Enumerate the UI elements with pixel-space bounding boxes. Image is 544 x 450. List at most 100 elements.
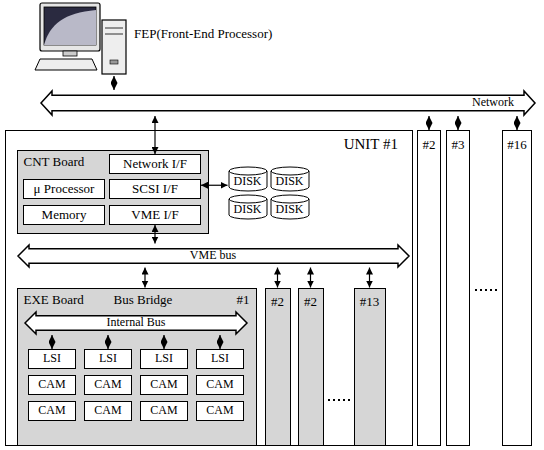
- node-label: CAM: [150, 404, 177, 418]
- bus-arrow: [41, 91, 535, 115]
- node-label: DISK: [275, 203, 303, 217]
- processor-box: μ Processor: [23, 179, 105, 199]
- node-label: SCSI I/F: [132, 182, 178, 197]
- cam-chip: CAM: [196, 375, 244, 395]
- node-label: #3: [452, 137, 465, 152]
- drive-slot: [105, 28, 123, 29]
- exe-board: #2: [265, 288, 291, 446]
- cylinder-body: [271, 195, 309, 219]
- node-label: LSI: [43, 352, 61, 366]
- node-label: Network: [472, 96, 514, 110]
- bus-connector: [154, 116, 155, 154]
- node-label: #1: [237, 292, 250, 307]
- node-label: LSI: [155, 352, 173, 366]
- disk-drive: DISK: [228, 194, 268, 220]
- node-label: Bus Bridge: [114, 292, 173, 307]
- node-label: #13: [360, 294, 380, 309]
- node-label: CAM: [206, 378, 233, 392]
- bus-connector: [277, 268, 278, 288]
- node-label: CNT Board: [24, 154, 85, 169]
- ellipsis-units: [475, 289, 498, 291]
- cam-chip: CAM: [28, 401, 76, 421]
- interface-box: Network I/F: [109, 154, 201, 174]
- bus-arrow-shape: [40, 90, 536, 116]
- network-bus: Network: [40, 90, 536, 116]
- tower: [102, 20, 126, 74]
- bus-connector: [154, 225, 155, 244]
- node-label: VME I/F: [131, 208, 178, 223]
- cam-chip: CAM: [140, 401, 188, 421]
- lsi-chip: LSI: [84, 349, 132, 369]
- fep-computer: FEP(Front-End Processor): [40, 2, 279, 76]
- cylinder-body: [271, 167, 309, 191]
- node-label: Memory: [42, 208, 87, 223]
- lsi-chip: LSI: [28, 349, 76, 369]
- cam-chip: CAM: [84, 375, 132, 395]
- cam-chip: CAM: [28, 375, 76, 395]
- node-label: CAM: [38, 378, 65, 392]
- exe-board: #13: [354, 288, 386, 446]
- label-holder: #16: [503, 137, 531, 153]
- bus-arrow: [18, 245, 409, 267]
- interface-box: VME I/F: [109, 205, 201, 225]
- node-label: VME bus: [190, 249, 236, 263]
- screen: [44, 7, 96, 45]
- cylinder-body: [229, 195, 267, 219]
- cam-chip: CAM: [196, 401, 244, 421]
- ellipsis-boards: [328, 399, 350, 401]
- node-label: μ Processor: [34, 182, 95, 197]
- node-label: #2: [271, 294, 284, 309]
- bus-connector: [51, 335, 52, 349]
- disk-drive: DISK: [270, 166, 310, 192]
- unit-box: #2: [417, 130, 441, 446]
- label-holder: UNIT #1: [344, 136, 398, 153]
- node-label: LSI: [99, 352, 117, 366]
- bus-connector: [144, 268, 145, 288]
- node-label: #2: [304, 294, 317, 309]
- computer-icon: [0, 0, 544, 90]
- bus-connector: [201, 185, 228, 186]
- lsi-chip: LSI: [140, 349, 188, 369]
- memory-box: Memory: [23, 205, 105, 225]
- bus-connector: [310, 268, 311, 288]
- bus-connector: [107, 335, 108, 349]
- exe-board: EXE Board Bus Bridge #1Internal BusLSI LSI L…: [17, 288, 257, 446]
- power-button: [110, 60, 118, 64]
- unit-box: #3: [446, 130, 470, 446]
- label-holder: #2: [299, 294, 323, 310]
- cam-chip: CAM: [84, 401, 132, 421]
- label-holder: #13: [355, 294, 385, 310]
- screen-chart: [44, 10, 96, 45]
- disk-drive: DISK: [228, 166, 268, 192]
- label-holder: Bus Bridge: [114, 292, 173, 308]
- label-holder: #2: [418, 137, 440, 153]
- unit-box: UNIT #1 CNT Board Network I/F μ Processor SC…: [5, 130, 413, 446]
- node-label: CAM: [94, 378, 121, 392]
- node-label: #16: [507, 137, 527, 152]
- vme-bus: VME bus: [17, 244, 410, 268]
- label-holder: #1: [237, 292, 250, 308]
- cam-chip: CAM: [140, 375, 188, 395]
- node-label: CAM: [94, 404, 121, 418]
- label-holder: EXE Board: [24, 292, 84, 308]
- node-label: Internal Bus: [107, 316, 166, 330]
- drive-slot: [105, 34, 123, 35]
- node-label: CAM: [38, 404, 65, 418]
- node-label: FEP(Front-End Processor): [134, 26, 272, 41]
- label-holder: #3: [447, 137, 469, 153]
- node-label: DISK: [275, 175, 303, 189]
- bus-connector: [113, 76, 114, 90]
- exe-board: #2: [298, 288, 324, 446]
- node-label: CAM: [206, 404, 233, 418]
- interface-box: SCSI I/F: [109, 179, 201, 199]
- node-label: LSI: [211, 352, 229, 366]
- unit-box: #16: [502, 130, 532, 446]
- cnt-board: CNT Board Network I/F μ Processor SCSI I/F M…: [17, 150, 209, 234]
- lsi-chip: LSI: [196, 349, 244, 369]
- bus-connector: [428, 116, 429, 130]
- node-label: Network I/F: [123, 157, 187, 172]
- bus-connector: [163, 335, 164, 349]
- bus-connector: [516, 116, 517, 130]
